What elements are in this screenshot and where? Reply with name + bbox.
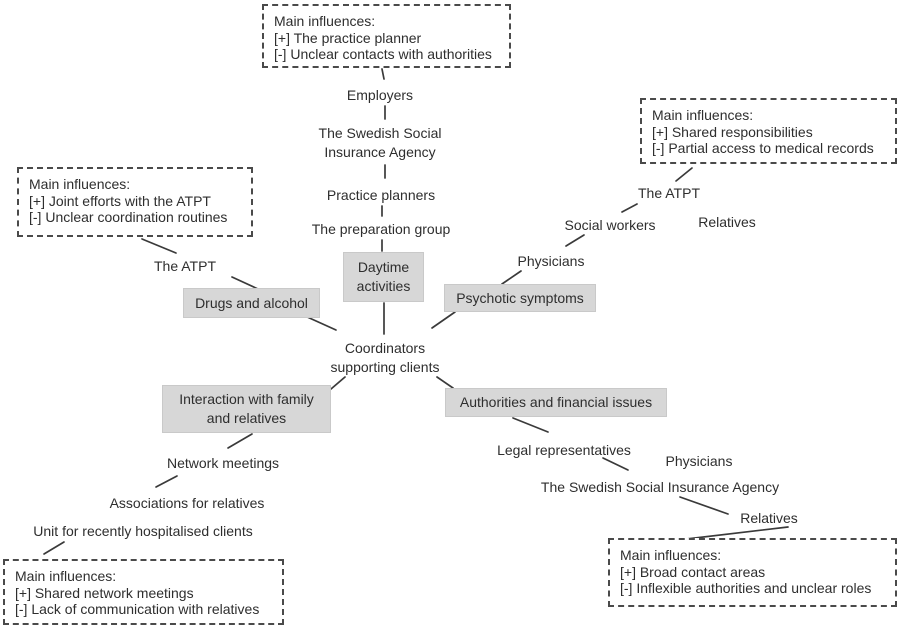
connector-center-authorities [436,376,454,389]
label-physicians-bottom: Physicians [665,453,733,469]
influence-positive: [+] Broad contact areas [620,563,766,580]
node-drugs-and-alcohol: Drugs and alcohol [183,288,320,318]
influence-title: Main influences: [274,13,376,29]
connector-socialworkers-atpt [621,203,638,213]
influence-box-psychotic: Main influences: [+] Shared responsibili… [640,98,897,164]
influence-negative: [-] Partial access to medical records [652,140,874,156]
label-atpt-right: The ATPT [638,185,700,201]
influence-title: Main influences: [15,568,117,584]
label-unit-recently-hospitalised: Unit for recently hospitalised clients [33,523,253,539]
label-network-meetings: Network meetings [166,455,280,471]
node-interaction-family-relatives: Interaction with family and relatives [162,385,331,433]
label-legal-representatives: Legal representatives [497,442,631,458]
connector-ssia-relatives [679,496,729,515]
connector-network-associations [155,475,178,488]
connector-leftbox-atpt [141,238,177,254]
connector-drugs-center [304,315,337,331]
influence-negative: [-] Unclear contacts with authorities [274,46,492,62]
connector-physicians-socialworkers [565,234,585,247]
influence-box-family: Main influences: [+] Shared network meet… [3,559,284,625]
label-physicians-right: Physicians [517,253,585,269]
label-employers: Employers [346,87,414,103]
influence-title: Main influences: [29,176,131,192]
influence-positive: [+] Shared responsibilities [652,123,813,140]
label-relatives-right: Relatives [698,214,756,230]
label-atpt-left: The ATPT [154,258,216,274]
label-social-workers: Social workers [564,217,656,233]
label-swedish-social-insurance-agency-top: The Swedish Social Insurance Agency [318,125,442,160]
influence-box-employers: Main influences: [+] The practice planne… [262,4,511,68]
influence-box-authorities: Main influences: [+] Broad contact areas… [608,538,897,607]
label-practice-planners: Practice planners [326,187,436,203]
node-daytime-activities: Daytime activities [343,252,424,302]
connector-center-interaction [330,376,346,390]
influence-negative: [-] Unclear coordination routines [29,209,228,225]
influence-negative: [-] Inflexible authorities and unclear r… [620,580,872,596]
label-preparation-group: The preparation group [311,221,451,237]
connector-unit-bottomleftbox [43,541,65,555]
label-coordinators-supporting-clients: Coordinators supporting clients [330,340,440,375]
label-swedish-social-insurance-agency-bottom: The Swedish Social Insurance Agency [540,479,780,495]
connector-atpt-rightbox [675,167,693,182]
connector-center-psychotic [431,311,456,329]
label-relatives-bottom: Relatives [740,510,798,526]
influence-positive: [+] Shared network meetings [15,584,194,601]
connector-psychotic-physicians [501,270,522,285]
influence-positive: [+] The practice planner [274,29,422,46]
node-authorities-financial-issues: Authorities and financial issues [445,388,667,417]
influence-positive: [+] Joint efforts with the ATPT [29,192,211,209]
influence-box-drugs: Main influences: [+] Joint efforts with … [17,167,253,237]
connector-interaction-network [227,433,253,449]
connector-topbox-employers [381,68,385,80]
influence-negative: [-] Lack of communication with relatives [15,601,260,617]
influence-title: Main influences: [620,547,722,563]
label-associations-for-relatives: Associations for relatives [109,495,265,511]
influence-title: Main influences: [652,107,754,123]
connector-authorities-legal [512,417,549,433]
node-psychotic-symptoms: Psychotic symptoms [444,284,596,312]
